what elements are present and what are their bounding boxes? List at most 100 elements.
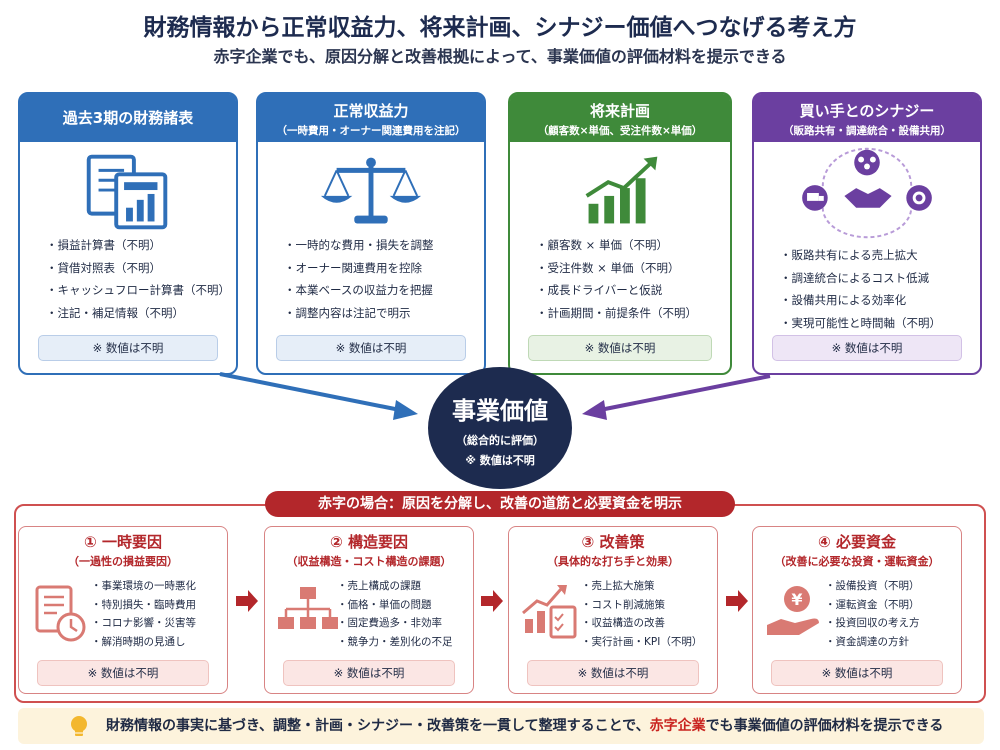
card-list: 一時的な費用・損失を調整 オーナー関連費用を控除 本業ベースの収益力を把握 調整… — [284, 234, 434, 324]
card-list: 損益計算書（不明） 貸借対照表（不明） キャッシュフロー計算書（不明） 注記・補… — [46, 234, 231, 325]
center-note: ※ 数値は不明 — [465, 454, 535, 467]
list-item: 注記・補足情報（不明） — [46, 302, 230, 325]
step-note: ※ 数値は不明 — [37, 660, 209, 686]
list-item: キャッシュフロー計算書（不明） — [46, 279, 231, 302]
card-title: 正常収益力 — [333, 102, 409, 120]
step-list: 売上構成の課題 価格・単価の問題 固定費過多・非効率 競争力・差別化の不足 — [337, 577, 453, 651]
list-item: オーナー関連費用を控除 — [284, 257, 434, 280]
card-list: 顧客数 × 単価（不明） 受注件数 × 単価（不明） 成長ドライバーと仮説 計画… — [536, 234, 698, 325]
step-title: ④ 必要資金 — [818, 533, 896, 551]
list-item: 解消時期の見通し — [91, 633, 196, 652]
step-note: ※ 数値は不明 — [771, 660, 943, 686]
list-item: 計画期間・前提条件（不明） — [536, 302, 698, 325]
step-subtitle: （収益構造・コスト構造の課題） — [286, 555, 452, 568]
step-subtitle: （具体的な打ち手と効果） — [547, 555, 679, 568]
step-title: ① 一時要因 — [84, 533, 162, 551]
footer-highlight: 赤字企業 — [649, 718, 706, 734]
step-subtitle: （一過性の損益要因） — [68, 555, 178, 568]
list-item: 実現可能性と時間軸（不明） — [780, 312, 942, 335]
business-value-circle: 事業価値 （総合的に評価） ※ 数値は不明 — [428, 367, 572, 489]
card-title: 買い手とのシナジー — [799, 102, 935, 120]
list-item: 販路共有による売上拡大 — [780, 244, 941, 267]
list-item: 売上拡大施策 — [581, 577, 702, 596]
list-item: コスト削減施策 — [581, 596, 702, 615]
card-header: 正常収益力 （一時費用・オーナー関連費用を注記） — [258, 94, 484, 142]
list-item: 売上構成の課題 — [337, 577, 453, 596]
svg-text:¥: ¥ — [791, 590, 802, 609]
card-title: 将来計画 — [589, 102, 650, 120]
improvement-chart-icon — [522, 585, 577, 639]
blue-arrow-line — [219, 372, 401, 412]
step-note: ※ 数値は不明 — [283, 660, 455, 686]
list-item: 設備共用による効率化 — [780, 289, 941, 312]
list-item: 価格・単価の問題 — [337, 596, 453, 615]
financial-statements-icon — [86, 154, 168, 230]
footer-text-after: でも事業価値の評価材料を提示できる — [705, 718, 944, 734]
org-structure-icon — [278, 587, 338, 629]
card-subtitle: （一時費用・オーナー関連費用を注記） — [276, 125, 466, 137]
card-title: 過去3期の財務諸表 — [62, 109, 194, 127]
list-item: 実行計画・KPI（不明） — [581, 633, 703, 652]
step-title: ③ 改善策 — [581, 533, 645, 551]
purple-arrow-head — [582, 400, 607, 420]
card-header: 買い手とのシナジー （販路共有・調達統合・設備共用） — [754, 94, 980, 142]
list-item: 調達統合によるコスト低減 — [780, 267, 941, 290]
list-item: 一時的な費用・損失を調整 — [284, 234, 434, 257]
card-list: 販路共有による売上拡大 調達統合によるコスト低減 設備共用による効率化 実現可能… — [780, 244, 942, 335]
card-note: ※ 数値は不明 — [528, 335, 712, 361]
step-required-funds: ④ 必要資金 （改善に必要な投資・運転資金） ¥ 設備投資（不明） 運転資金（不… — [752, 526, 962, 694]
step-structural-factors: ② 構造要因 （収益構造・コスト構造の課題） 売上構成の課題 価格・単価の問題 … — [264, 526, 474, 694]
card-subtitle: （顧客数×単価、受注件数×単価） — [537, 125, 703, 137]
list-item: 顧客数 × 単価（不明） — [536, 234, 697, 257]
card-note: ※ 数値は不明 — [772, 335, 962, 361]
arrow-right-icon — [726, 590, 748, 612]
card-subtitle: （販路共有・調達統合・設備共用） — [783, 125, 951, 137]
list-item: 設備投資（不明） — [825, 577, 920, 596]
card-synergy: 買い手とのシナジー （販路共有・調達統合・設備共用） 販路共有による売上拡大 調… — [752, 92, 982, 375]
arrow-right-icon — [481, 590, 503, 612]
list-item: 事業環境の一時悪化 — [91, 577, 197, 596]
arrow-right-icon — [236, 590, 258, 612]
list-item: 損益計算書（不明） — [46, 234, 230, 257]
deficit-banner: 赤字の場合：原因を分解し、改善の道筋と必要資金を明示 — [265, 491, 735, 517]
card-note: ※ 数値は不明 — [276, 335, 466, 361]
growth-chart-icon — [585, 156, 658, 224]
list-item: 成長ドライバーと仮説 — [536, 279, 697, 302]
page-subtitle: 赤字企業でも、原因分解と改善根拠によって、事業価値の評価材料を提示できる — [213, 47, 787, 66]
lightbulb-icon — [71, 716, 87, 736]
list-item: 運転資金（不明） — [825, 596, 920, 615]
blue-arrow-head — [393, 400, 418, 420]
list-item: コロナ影響・災害等 — [91, 614, 197, 633]
list-item: 固定費過多・非効率 — [337, 614, 453, 633]
step-subtitle: （改善に必要な投資・運転資金） — [774, 555, 940, 568]
step-list: 設備投資（不明） 運転資金（不明） 投資回収の考え方 資金調達の方針 — [825, 577, 920, 651]
card-financial-statements: 過去3期の財務諸表 損益計算書（不明） 貸借対照表（不明） キャッシュフロー計算… — [18, 92, 238, 375]
footer-text-before: 財務情報の事実に基づき、調整・計画・シナジー・改善策を一貫して整理することで、 — [106, 718, 650, 734]
center-title: 事業価値 — [452, 397, 548, 425]
list-item: 資金調達の方針 — [825, 633, 920, 652]
list-item: 受注件数 × 単価（不明） — [536, 257, 697, 280]
footer-text: 財務情報の事実に基づき、調整・計画・シナジー・改善策を一貫して整理することで、赤… — [106, 708, 943, 744]
step-improvement-measures: ③ 改善策 （具体的な打ち手と効果） 売上拡大施策 コスト削減施策 収益構造の改… — [508, 526, 718, 694]
scale-icon — [320, 157, 422, 224]
list-item: 本業ベースの収益力を把握 — [284, 279, 434, 302]
card-header: 将来計画 （顧客数×単価、受注件数×単価） — [510, 94, 730, 142]
card-future-plan: 将来計画 （顧客数×単価、受注件数×単価） 顧客数 × 単価（不明） 受注件数 … — [508, 92, 732, 375]
card-normal-earnings: 正常収益力 （一時費用・オーナー関連費用を注記） 一時的な費用・損失を調整 オー… — [256, 92, 486, 375]
handshake-icon — [802, 147, 932, 239]
list-item: 競争力・差別化の不足 — [337, 633, 453, 652]
step-list: 売上拡大施策 コスト削減施策 収益構造の改善 実行計画・KPI（不明） — [581, 577, 703, 652]
step-temporary-factors: ① 一時要因 （一過性の損益要因） 事業環境の一時悪化 特別損失・臨時費用 コロ… — [18, 526, 228, 694]
footer-summary: 財務情報の事実に基づき、調整・計画・シナジー・改善策を一貫して整理することで、赤… — [18, 708, 984, 744]
list-item: 収益構造の改善 — [581, 614, 702, 633]
card-header: 過去3期の財務諸表 — [20, 94, 236, 142]
purple-arrow-line — [599, 374, 771, 412]
center-subtitle: （総合的に評価） — [456, 434, 544, 447]
step-title: ② 構造要因 — [330, 533, 408, 551]
list-item: 調整内容は注記で明示 — [284, 302, 434, 325]
list-item: 投資回収の考え方 — [825, 614, 920, 633]
list-item: 貸借対照表（不明） — [46, 257, 230, 280]
yen-hand-icon: ¥ — [767, 586, 819, 635]
page-title: 財務情報から正常収益力、将来計画、シナジー価値へつなげる考え方 — [143, 15, 857, 41]
step-note: ※ 数値は不明 — [527, 660, 699, 686]
